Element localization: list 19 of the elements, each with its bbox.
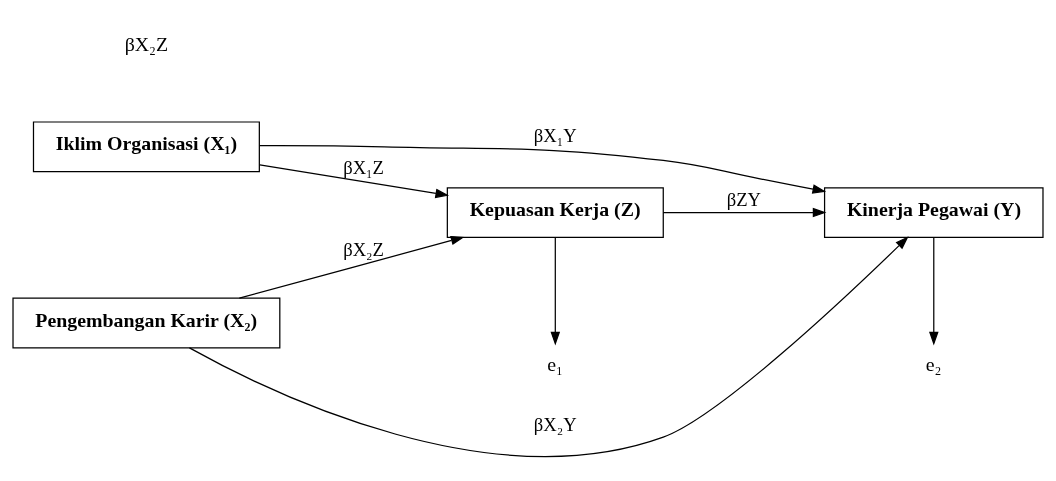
arrow [238,235,465,299]
node-text: e₁ [547,353,563,376]
node-box: Iklim Organisasi (X₁) [32,121,260,173]
edge-label: βX₂Y [533,413,577,435]
node-box: Pengembangan Karir (X₂) [12,297,281,349]
arrow [188,236,909,457]
arrow [258,145,827,194]
node-box: Kinerja Pegawai (Y) [823,187,1044,238]
edge-label: βX₁Z [343,157,384,179]
node-box: Kepuasan Kerja (Z) [446,187,664,238]
arrow [929,237,939,346]
edge-label: βX₂Z [343,239,384,261]
edge-label: βX₁Y [533,124,577,146]
arrow [550,237,561,346]
node-text: e₂ [925,353,942,376]
edge-label: βZY [726,189,762,211]
arrow [259,164,450,199]
arrow [662,207,827,218]
label: βX₂Z [124,33,169,56]
